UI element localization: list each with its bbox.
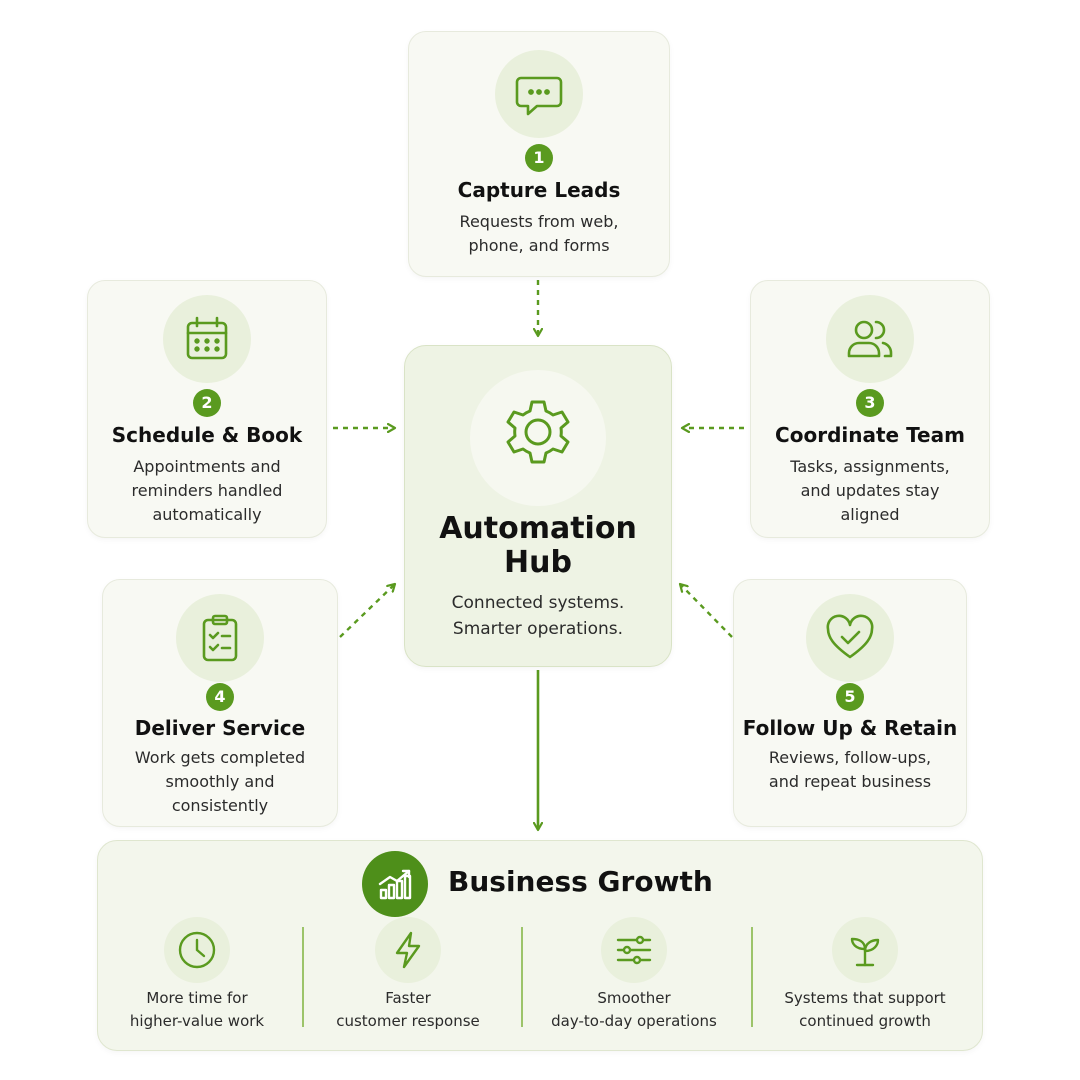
heart-check-icon [806,594,894,682]
step-title: Deliver Service [134,716,306,740]
step-title: Follow Up & Retain [742,716,958,740]
divider [521,927,523,1027]
hub-subtitle: Connected systems.Smarter operations. [451,593,625,639]
step-card-follow-up-retain: 5 Follow Up & Retain Reviews, follow-ups… [733,579,967,827]
step-title: Coordinate Team [775,423,965,447]
sprout-icon [832,917,898,983]
step-number-badge: 4 [206,683,234,711]
clock-icon [164,917,230,983]
gear-icon [470,370,606,506]
step-title: Schedule & Book [111,423,303,447]
divider [302,927,304,1027]
step-number-badge: 5 [836,683,864,711]
clipboard-check-icon [176,594,264,682]
chat-bubble-icon [495,50,583,138]
step-description: Requests from web,phone, and forms [459,212,619,255]
arrow-deliver-to-hub [339,584,395,638]
sliders-icon [601,917,667,983]
calendar-icon [163,295,251,383]
arrow-followup-to-hub [680,584,733,638]
step-number-badge: 2 [193,389,221,417]
step-card-coordinate-team: 3 Coordinate Team Tasks, assignments,and… [750,280,990,538]
step-description: Reviews, follow-ups,and repeat business [768,748,932,791]
step-number-badge: 3 [856,389,884,417]
team-icon [826,295,914,383]
divider [751,927,753,1027]
step-title: Capture Leads [457,178,621,202]
step-number-badge: 1 [525,144,553,172]
growth-title: Business Growth [448,865,713,898]
growth-chart-icon [362,851,428,917]
lightning-icon [375,917,441,983]
step-card-capture-leads: 1 Capture Leads Requests from web,phone,… [408,31,670,277]
